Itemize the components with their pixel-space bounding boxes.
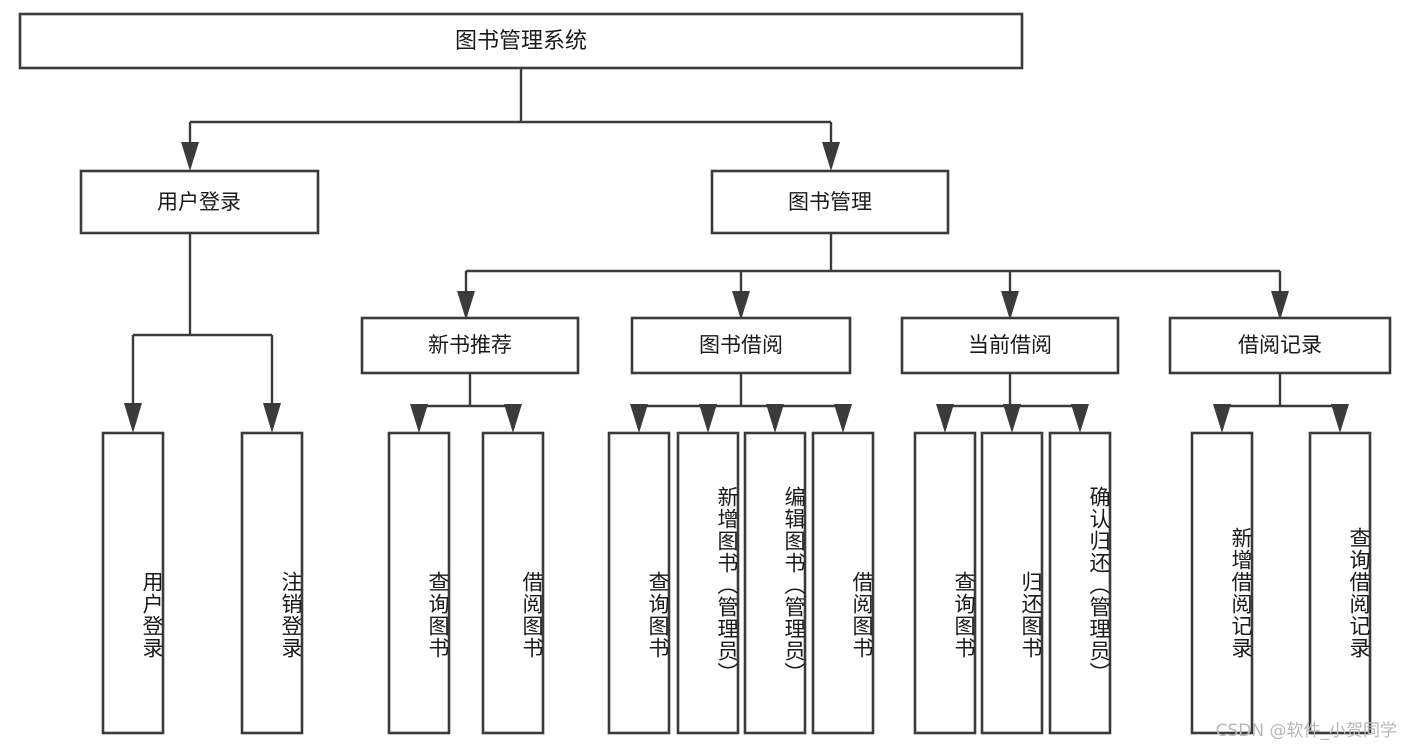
leaf-box-book-borrow-4[interactable]: [811, 431, 875, 735]
arrow-borrow-leaf1: [630, 404, 648, 433]
node-book-borrow-box[interactable]: [630, 316, 852, 375]
node-root-box[interactable]: [18, 12, 1024, 70]
arrow-bookmgmt-to-borrow: [732, 291, 750, 320]
arrow-record-leaf2: [1331, 404, 1349, 433]
leaf-box-borrow-record-1[interactable]: [1190, 431, 1254, 735]
arrow-newbook-leaf1: [410, 404, 428, 433]
arrow-userlogin-leaf2: [263, 403, 281, 433]
node-borrow-record-box[interactable]: [1168, 316, 1392, 375]
leaf-box-current-borrow-1[interactable]: [913, 431, 977, 735]
node-book-management-label: 图书管理: [788, 190, 872, 214]
node-borrow-record-label: 借阅记录: [1238, 333, 1322, 357]
node-user-login-label: 用户登录: [157, 190, 241, 214]
leaf-box-borrow-record-2[interactable]: [1308, 431, 1372, 735]
arrow-newbook-leaf2: [504, 404, 522, 433]
node-new-book-recommend-label: 新书推荐: [428, 333, 512, 357]
node-book-borrow[interactable]: 图书借阅: [630, 316, 852, 375]
node-current-borrow-label: 当前借阅: [968, 333, 1052, 357]
arrow-bookmgmt-to-current: [1001, 291, 1019, 320]
leaf-box-current-borrow-3[interactable]: [1048, 431, 1112, 735]
node-book-management-box[interactable]: [710, 169, 950, 235]
arrow-userlogin-leaf1: [124, 403, 142, 433]
arrow-bookmgmt-to-newbook: [457, 291, 475, 320]
leaf-box-book-borrow-2[interactable]: [676, 431, 740, 735]
leaf-box-user-login-2[interactable]: [240, 431, 304, 735]
node-borrow-record[interactable]: 借阅记录: [1168, 316, 1392, 375]
connectors: [124, 68, 1349, 433]
node-current-borrow-box[interactable]: [900, 316, 1120, 375]
leaf-box-book-borrow-1[interactable]: [607, 431, 671, 735]
arrow-root-to-bookmgmt: [822, 142, 840, 171]
node-new-book-recommend-box[interactable]: [360, 316, 580, 375]
arrow-current-leaf1: [936, 404, 954, 433]
leaf-box-current-borrow-2[interactable]: [980, 431, 1044, 735]
node-current-borrow[interactable]: 当前借阅: [900, 316, 1120, 375]
leaf-box-new-book-2[interactable]: [481, 431, 545, 735]
leaf-box-book-borrow-3[interactable]: [743, 431, 807, 735]
arrow-current-leaf2: [1003, 404, 1021, 433]
node-user-login-box[interactable]: [79, 169, 320, 235]
arrow-bookmgmt-to-record: [1271, 291, 1289, 320]
node-root-label: 图书管理系统: [455, 29, 587, 54]
watermark-text: CSDN @软件_小贺同学: [1215, 721, 1397, 741]
arrow-borrow-leaf4: [834, 404, 852, 433]
leaf-box-user-login-1[interactable]: [101, 431, 165, 735]
node-user-login[interactable]: 用户登录: [79, 169, 320, 235]
arrow-root-to-userlogin: [181, 142, 199, 171]
node-root[interactable]: 图书管理系统: [18, 12, 1024, 70]
leaf-box-new-book-1[interactable]: [387, 431, 451, 735]
arrow-borrow-leaf2: [699, 404, 717, 433]
arrow-record-leaf1: [1213, 404, 1231, 433]
arrow-borrow-leaf3: [766, 404, 784, 433]
arrow-current-leaf3: [1071, 404, 1089, 433]
node-book-management[interactable]: 图书管理: [710, 169, 950, 235]
node-new-book-recommend[interactable]: 新书推荐: [360, 316, 580, 375]
node-book-borrow-label: 图书借阅: [699, 333, 783, 357]
